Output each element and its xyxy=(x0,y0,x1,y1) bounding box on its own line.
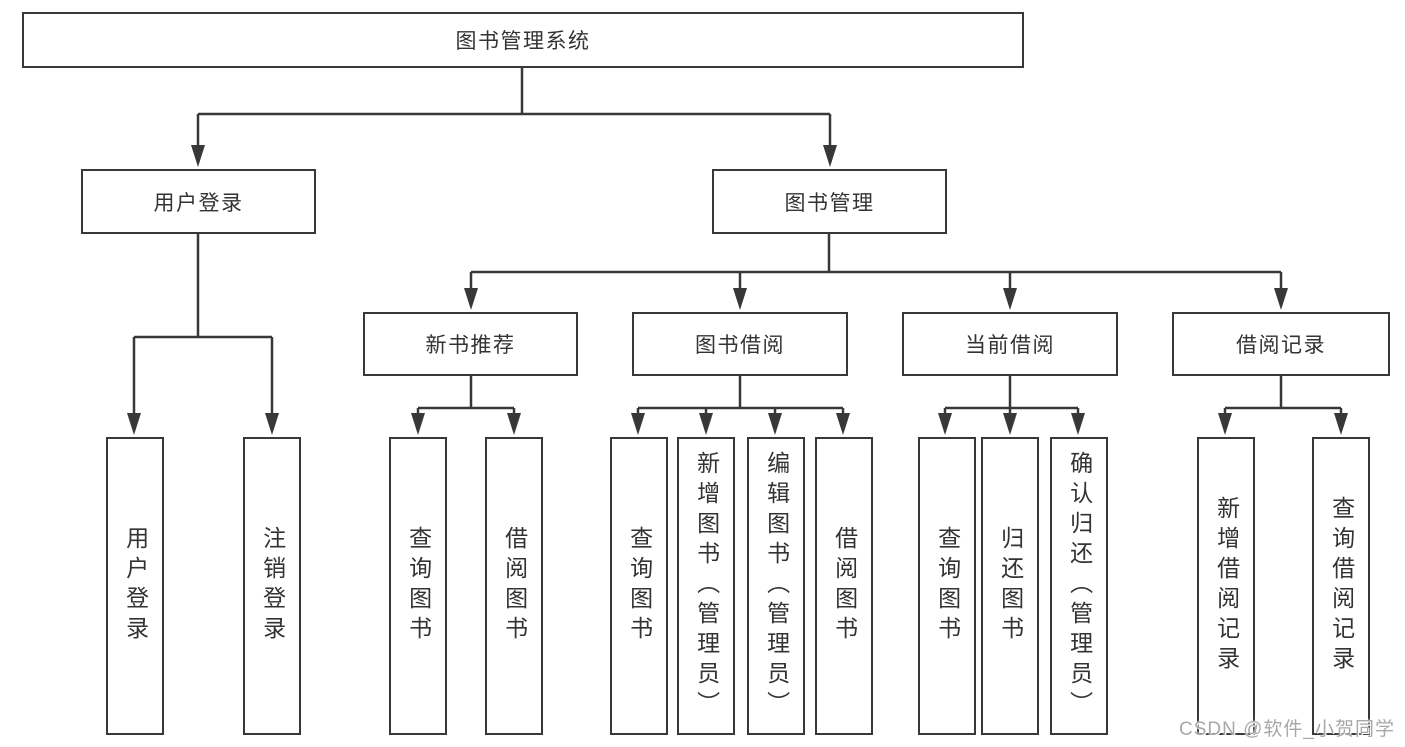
leaf-return-book-label: 归还图书 xyxy=(997,526,1024,646)
arrowhead-down xyxy=(1274,288,1288,310)
leaf-logout-label: 注销登录 xyxy=(259,526,286,646)
node-current-borrow: 当前借阅 xyxy=(902,312,1118,376)
arrowhead-down xyxy=(265,413,279,435)
leaf-add-borrow-record-label: 新增借阅记录 xyxy=(1213,496,1240,676)
leaf-add-borrow-record: 新增借阅记录 xyxy=(1197,437,1255,735)
arrowhead-down xyxy=(938,413,952,435)
node-new-book-recommend-label: 新书推荐 xyxy=(425,334,516,357)
node-current-borrow-label: 当前借阅 xyxy=(965,334,1055,357)
arrowhead-down xyxy=(733,288,747,310)
arrowhead-down xyxy=(1003,413,1017,435)
arrowhead-down xyxy=(836,413,850,435)
arrowhead-down xyxy=(1218,413,1232,435)
leaf-return-book: 归还图书 xyxy=(981,437,1039,735)
leaf-recommend-borrow-books: 借阅图书 xyxy=(485,437,543,735)
arrowhead-down xyxy=(823,145,837,167)
arrowhead-down xyxy=(768,413,782,435)
node-book-borrow: 图书借阅 xyxy=(632,312,848,376)
arrowhead-down xyxy=(1003,288,1017,310)
leaf-recommend-borrow-books-label: 借阅图书 xyxy=(501,526,528,646)
node-borrow-records: 借阅记录 xyxy=(1172,312,1390,376)
arrowhead-down xyxy=(464,288,478,310)
arrowheads xyxy=(127,145,1348,435)
leaf-confirm-return-admin: 确认归还（管理员） xyxy=(1050,437,1108,735)
leaf-user-login-label: 用户登录 xyxy=(122,526,149,646)
leaf-confirm-return-admin-label: 确认归还（管理员） xyxy=(1066,451,1093,721)
arrowhead-down xyxy=(1071,413,1085,435)
node-borrow-records-label: 借阅记录 xyxy=(1236,334,1326,357)
node-root-label: 图书管理系统 xyxy=(455,30,591,53)
leaf-recommend-query-books-label: 查询图书 xyxy=(405,526,432,646)
arrowhead-down xyxy=(631,413,645,435)
node-book-borrow-label: 图书借阅 xyxy=(695,334,785,357)
leaf-current-query-books-label: 查询图书 xyxy=(934,526,961,646)
node-new-book-recommend: 新书推荐 xyxy=(363,312,578,376)
leaf-add-book-admin: 新增图书（管理员） xyxy=(677,437,735,735)
node-user-login: 用户登录 xyxy=(81,169,316,234)
leaf-recommend-query-books: 查询图书 xyxy=(389,437,447,735)
arrowhead-down xyxy=(127,413,141,435)
csdn-watermark: CSDN @软件_小贺同学 xyxy=(1179,719,1395,740)
leaf-add-book-admin-label: 新增图书（管理员） xyxy=(693,451,720,721)
leaf-user-login: 用户登录 xyxy=(106,437,164,735)
leaf-borrow-query-books: 查询图书 xyxy=(610,437,668,735)
arrowhead-down xyxy=(191,145,205,167)
arrowhead-down xyxy=(411,413,425,435)
node-root: 图书管理系统 xyxy=(22,12,1024,68)
leaf-borrow-book-label: 借阅图书 xyxy=(831,526,858,646)
node-user-login-label: 用户登录 xyxy=(153,191,244,215)
leaf-edit-book-admin: 编辑图书（管理员） xyxy=(747,437,805,735)
arrowhead-down xyxy=(1334,413,1348,435)
leaf-edit-book-admin-label: 编辑图书（管理员） xyxy=(763,451,790,721)
leaf-borrow-book: 借阅图书 xyxy=(815,437,873,735)
node-book-mgmt: 图书管理 xyxy=(712,169,947,234)
arrowhead-down xyxy=(699,413,713,435)
leaf-borrow-query-books-label: 查询图书 xyxy=(626,526,653,646)
leaf-current-query-books: 查询图书 xyxy=(918,437,976,735)
leaf-logout: 注销登录 xyxy=(243,437,301,735)
arrowhead-down xyxy=(507,413,521,435)
leaf-query-borrow-record: 查询借阅记录 xyxy=(1312,437,1370,735)
leaf-query-borrow-record-label: 查询借阅记录 xyxy=(1328,496,1355,676)
node-book-mgmt-label: 图书管理 xyxy=(784,191,875,215)
